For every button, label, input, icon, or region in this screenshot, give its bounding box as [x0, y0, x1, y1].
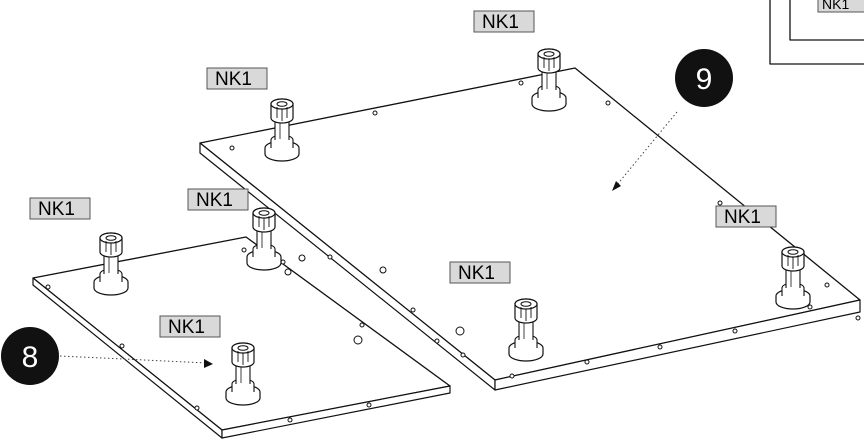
arrow-head-8: [204, 359, 213, 368]
panel-right: [199, 67, 861, 391]
tag-label: NK1: [196, 190, 233, 211]
panel-left: [32, 236, 451, 439]
tag-nk1-middle: NK1: [187, 188, 249, 211]
tag-label: NK1: [458, 263, 495, 284]
callout-8-number: 8: [22, 341, 39, 374]
callout-8: 8: [1, 327, 213, 385]
callout-9-number: 9: [696, 63, 713, 96]
tag-nk1-upper-left: NK1: [206, 67, 268, 90]
tag-label: NK1: [38, 199, 75, 220]
tag-label: NK1: [482, 12, 519, 33]
tag-nk1-right: NK1: [715, 205, 777, 228]
callout-9: 9: [612, 49, 733, 191]
tag-label: NK1: [215, 69, 252, 90]
inset-detail: NK1: [769, 0, 864, 65]
tag-label: NK1: [724, 207, 761, 228]
tag-label: NK1: [168, 317, 205, 338]
tag-nk1-left-panel: NK1: [159, 315, 221, 338]
foot-middle: [246, 207, 282, 271]
tag-nk1-top: NK1: [473, 10, 535, 33]
arrow-head-9: [612, 181, 621, 191]
tag-nk1-lower-center: NK1: [449, 261, 511, 284]
inset-tag-label: NK1: [822, 0, 849, 12]
tag-nk1-far-left: NK1: [29, 197, 91, 220]
